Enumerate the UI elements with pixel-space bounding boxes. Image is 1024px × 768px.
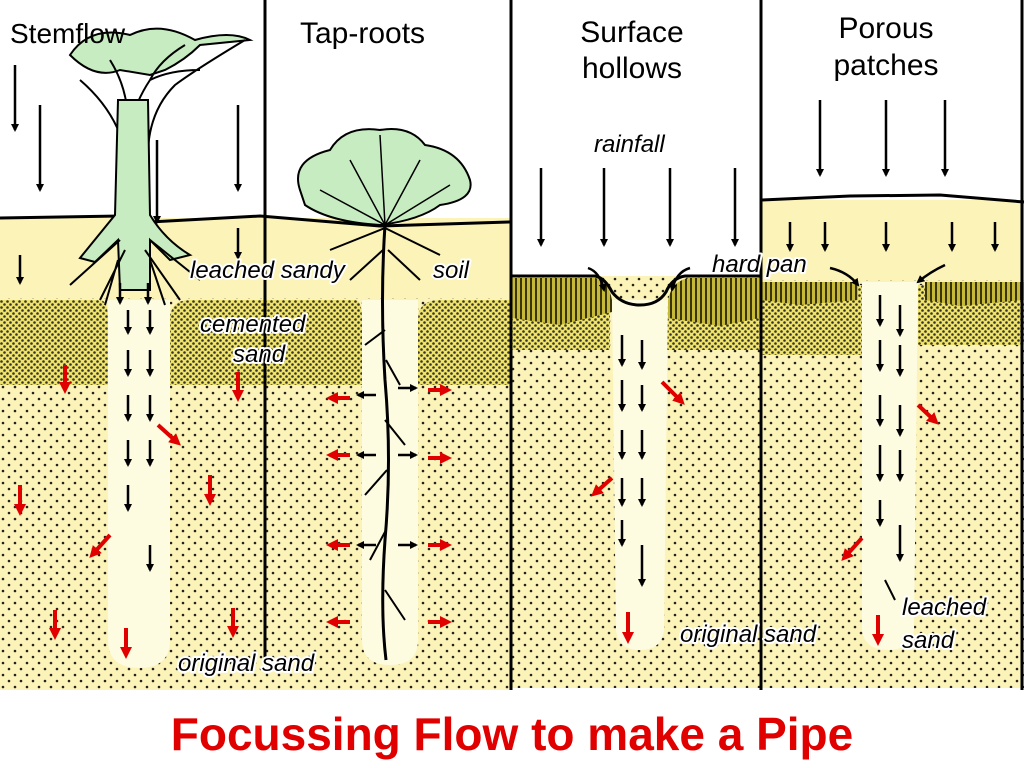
panel-title-taproots: Tap-roots [300, 17, 425, 50]
hard-pan [925, 282, 1024, 306]
panel-title-porous-line1: Porous [838, 12, 933, 45]
ground-line [0, 214, 511, 228]
flow-arrows [11, 65, 999, 587]
seepage-arrow [841, 536, 864, 561]
cemented-band [418, 300, 510, 385]
label-original-sand-right: original sand [680, 621, 817, 648]
tree-roots [69, 239, 201, 306]
hard-pan [668, 278, 760, 326]
panel-title-porous-line2: patches [833, 49, 938, 82]
hard-pan [762, 282, 858, 305]
lateral-roots [329, 227, 441, 621]
label-leached: leached [902, 594, 987, 621]
leached-sand-pointer [884, 579, 896, 601]
panel-title-stemflow: Stemflow [10, 18, 126, 49]
hard-pan-layers [512, 278, 1024, 326]
label-rainfall: rainfall [594, 131, 665, 158]
ground-line-hollow [512, 274, 760, 307]
hard-pan [512, 278, 612, 325]
label-hard-pan: hard pan [712, 251, 807, 278]
pipes [108, 282, 918, 668]
flow-arrow [669, 266, 691, 292]
ground-line-porous [761, 193, 1024, 204]
tap-root [381, 224, 390, 661]
cemented-band [0, 300, 108, 385]
panel-title-hollows-line1: Surface [580, 16, 683, 49]
seepage-arrow [89, 533, 112, 558]
pipe-taproot [362, 300, 418, 665]
tree-canopy [68, 27, 254, 77]
tree-icon [68, 27, 254, 306]
label-leached-sandy: leached sandy [190, 257, 347, 284]
ground-surfaces [0, 193, 1024, 307]
pipe-porous [862, 282, 918, 650]
seepage-arrow [591, 476, 614, 497]
pipe-stemflow [108, 300, 170, 668]
panel-dividers [263, 0, 1024, 690]
plant-veins [319, 134, 451, 226]
seepage-arrow [916, 403, 939, 425]
pipe-hollow [612, 300, 668, 650]
plant-icon [297, 128, 472, 661]
seepage-arrow [660, 380, 685, 405]
diagram-caption: Focussing Flow to make a Pipe [171, 708, 853, 760]
panel-title-hollows-line2: hollows [582, 52, 682, 85]
seepage-arrow [156, 423, 181, 446]
flow-arrow [829, 266, 860, 287]
flow-arrow [587, 266, 607, 292]
seepage-arrows [14, 365, 939, 659]
label-cemented: cemented [200, 311, 306, 338]
label-cemented-sand: sand [233, 341, 286, 368]
label-leached-sand: sand [902, 627, 955, 654]
flow-arrow [916, 263, 946, 284]
label-soil: soil [433, 257, 470, 284]
leached-soil-layer-right [760, 200, 1024, 280]
label-original-sand-left: original sand [178, 650, 315, 677]
